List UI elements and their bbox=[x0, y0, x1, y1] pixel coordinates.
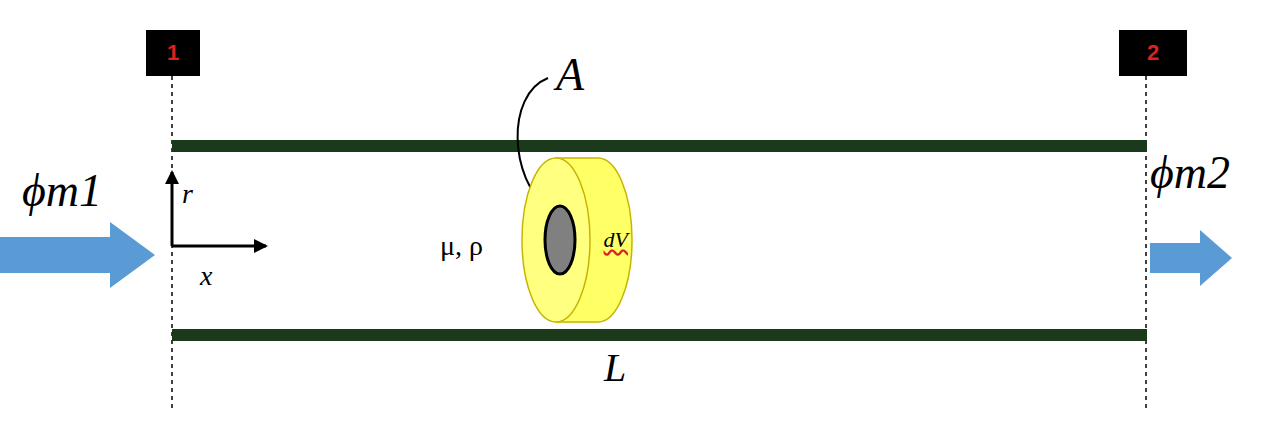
flow-label: ϕm1 bbox=[22, 168, 102, 214]
property-label: μ, ρ bbox=[440, 232, 483, 260]
section-line bbox=[171, 76, 173, 412]
inflow-arrow bbox=[0, 222, 155, 288]
outflow-arrow bbox=[1150, 230, 1232, 286]
area-label: A bbox=[556, 52, 584, 98]
pipe-wall bbox=[172, 140, 1147, 152]
flow-label: ϕm2 bbox=[1150, 150, 1230, 196]
volume-element: dV bbox=[520, 156, 634, 324]
station-number: 2 bbox=[1147, 40, 1159, 66]
r-axis bbox=[171, 172, 174, 246]
volume-label: dV bbox=[604, 229, 628, 251]
pipe-wall bbox=[172, 329, 1147, 341]
axis-label: x bbox=[200, 262, 212, 290]
x-axis bbox=[172, 245, 266, 248]
length-label: L bbox=[604, 348, 626, 388]
section-line bbox=[1145, 76, 1147, 412]
axis-label: r bbox=[182, 180, 193, 208]
station-number: 1 bbox=[167, 40, 179, 66]
station-box: 1 bbox=[146, 30, 200, 76]
station-box: 2 bbox=[1119, 30, 1187, 76]
